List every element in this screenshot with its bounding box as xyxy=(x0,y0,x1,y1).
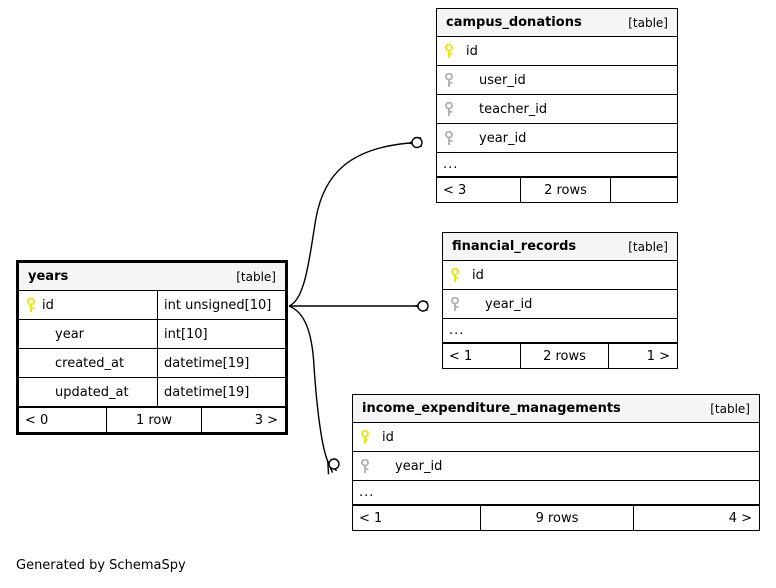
table-header-years: years [table] xyxy=(19,263,285,291)
column-name: year_id xyxy=(485,296,533,312)
table-row[interactable]: id xyxy=(443,261,677,290)
footer-parent-count[interactable]: < 0 xyxy=(19,408,107,432)
table-header-income-expenditure-managements: income_expenditure_managements [table] xyxy=(353,395,759,423)
table-row[interactable]: year_id xyxy=(437,124,677,153)
table-years[interactable]: years [table] id int unsigned[10] xyxy=(16,260,288,435)
cardinality-zero-circle xyxy=(417,300,429,312)
table-row[interactable]: updated_at datetime[19] xyxy=(19,378,285,407)
relationship-years-income-expenditure xyxy=(288,305,340,470)
table-footer-campus-donations: < 3 2 rows xyxy=(437,177,677,202)
table-kind-label: [table] xyxy=(628,15,668,30)
footer-row-count: 2 rows xyxy=(521,344,609,368)
column-name: teacher_id xyxy=(479,101,548,117)
table-kind-label: [table] xyxy=(236,269,276,284)
relationship-years-campus-donations xyxy=(288,136,423,307)
column-name: id xyxy=(472,267,484,283)
table-kind-label: [table] xyxy=(710,401,750,416)
table-row[interactable]: year int[10] xyxy=(19,320,285,349)
footer-child-count[interactable]: 3 > xyxy=(254,412,278,428)
primary-key-icon xyxy=(444,43,466,59)
table-row[interactable]: id xyxy=(353,423,759,452)
footer-row-count: 2 rows xyxy=(521,178,611,202)
more-columns-ellipsis: ... xyxy=(353,481,759,505)
column-name: year xyxy=(55,326,85,342)
foreign-key-icon xyxy=(444,72,466,88)
primary-key-icon xyxy=(26,297,42,313)
footer-child-count[interactable]: 1 > xyxy=(646,348,670,364)
footer-row-count: 1 row xyxy=(107,408,202,432)
cardinality-zero-circle xyxy=(328,458,340,470)
column-name: user_id xyxy=(479,72,526,88)
table-row[interactable]: id xyxy=(437,37,677,66)
more-columns-ellipsis: ... xyxy=(443,319,677,343)
table-title: campus_donations xyxy=(446,15,582,30)
table-income-expenditure-managements[interactable]: income_expenditure_managements [table] i… xyxy=(352,394,760,531)
table-footer-years: < 0 1 row 3 > xyxy=(19,407,285,432)
column-type: datetime[19] xyxy=(164,355,250,371)
column-name: year_id xyxy=(479,130,527,146)
table-footer-financial-records: < 1 2 rows 1 > xyxy=(443,343,677,368)
footer-row-count: 9 rows xyxy=(481,506,634,530)
table-row[interactable]: user_id xyxy=(437,66,677,95)
footer-parent-count[interactable]: < 1 xyxy=(353,506,481,530)
more-columns-ellipsis: ... xyxy=(437,153,677,177)
column-name: created_at xyxy=(55,355,125,371)
column-name: id xyxy=(382,429,394,445)
table-title: income_expenditure_managements xyxy=(362,401,621,416)
table-header-campus-donations: campus_donations [table] xyxy=(437,9,677,37)
relationship-years-financial-records xyxy=(289,300,429,312)
footer-child-count[interactable] xyxy=(611,178,677,202)
column-name: year_id xyxy=(395,458,443,474)
table-campus-donations[interactable]: campus_donations [table] id xyxy=(436,8,678,203)
table-kind-label: [table] xyxy=(628,239,668,254)
table-row[interactable]: year_id xyxy=(443,290,677,319)
column-name: id xyxy=(42,297,54,313)
table-row[interactable]: id int unsigned[10] xyxy=(19,291,285,320)
primary-key-icon xyxy=(360,429,382,445)
table-header-financial-records: financial_records [table] xyxy=(443,233,677,261)
table-row[interactable]: year_id xyxy=(353,452,759,481)
table-row[interactable]: teacher_id xyxy=(437,95,677,124)
column-type: datetime[19] xyxy=(164,384,250,400)
column-name: id xyxy=(466,43,478,59)
cardinality-zero-circle xyxy=(411,136,423,149)
table-footer-income-expenditure-managements: < 1 9 rows 4 > xyxy=(353,505,759,530)
column-type: int unsigned[10] xyxy=(164,297,272,313)
foreign-key-icon xyxy=(444,130,466,146)
table-title: financial_records xyxy=(452,239,577,254)
foreign-key-icon xyxy=(450,296,472,312)
generated-by-credit: Generated by SchemaSpy xyxy=(16,558,186,573)
primary-key-icon xyxy=(450,267,472,283)
footer-parent-count[interactable]: < 1 xyxy=(443,344,521,368)
foreign-key-icon xyxy=(444,101,466,117)
footer-parent-count[interactable]: < 3 xyxy=(437,178,521,202)
foreign-key-icon xyxy=(360,458,382,474)
table-title: years xyxy=(28,269,69,284)
table-financial-records[interactable]: financial_records [table] id xyxy=(442,232,678,369)
footer-child-count[interactable]: 4 > xyxy=(728,510,752,526)
table-row[interactable]: created_at datetime[19] xyxy=(19,349,285,378)
column-name: updated_at xyxy=(55,384,129,400)
column-type: int[10] xyxy=(164,326,208,342)
